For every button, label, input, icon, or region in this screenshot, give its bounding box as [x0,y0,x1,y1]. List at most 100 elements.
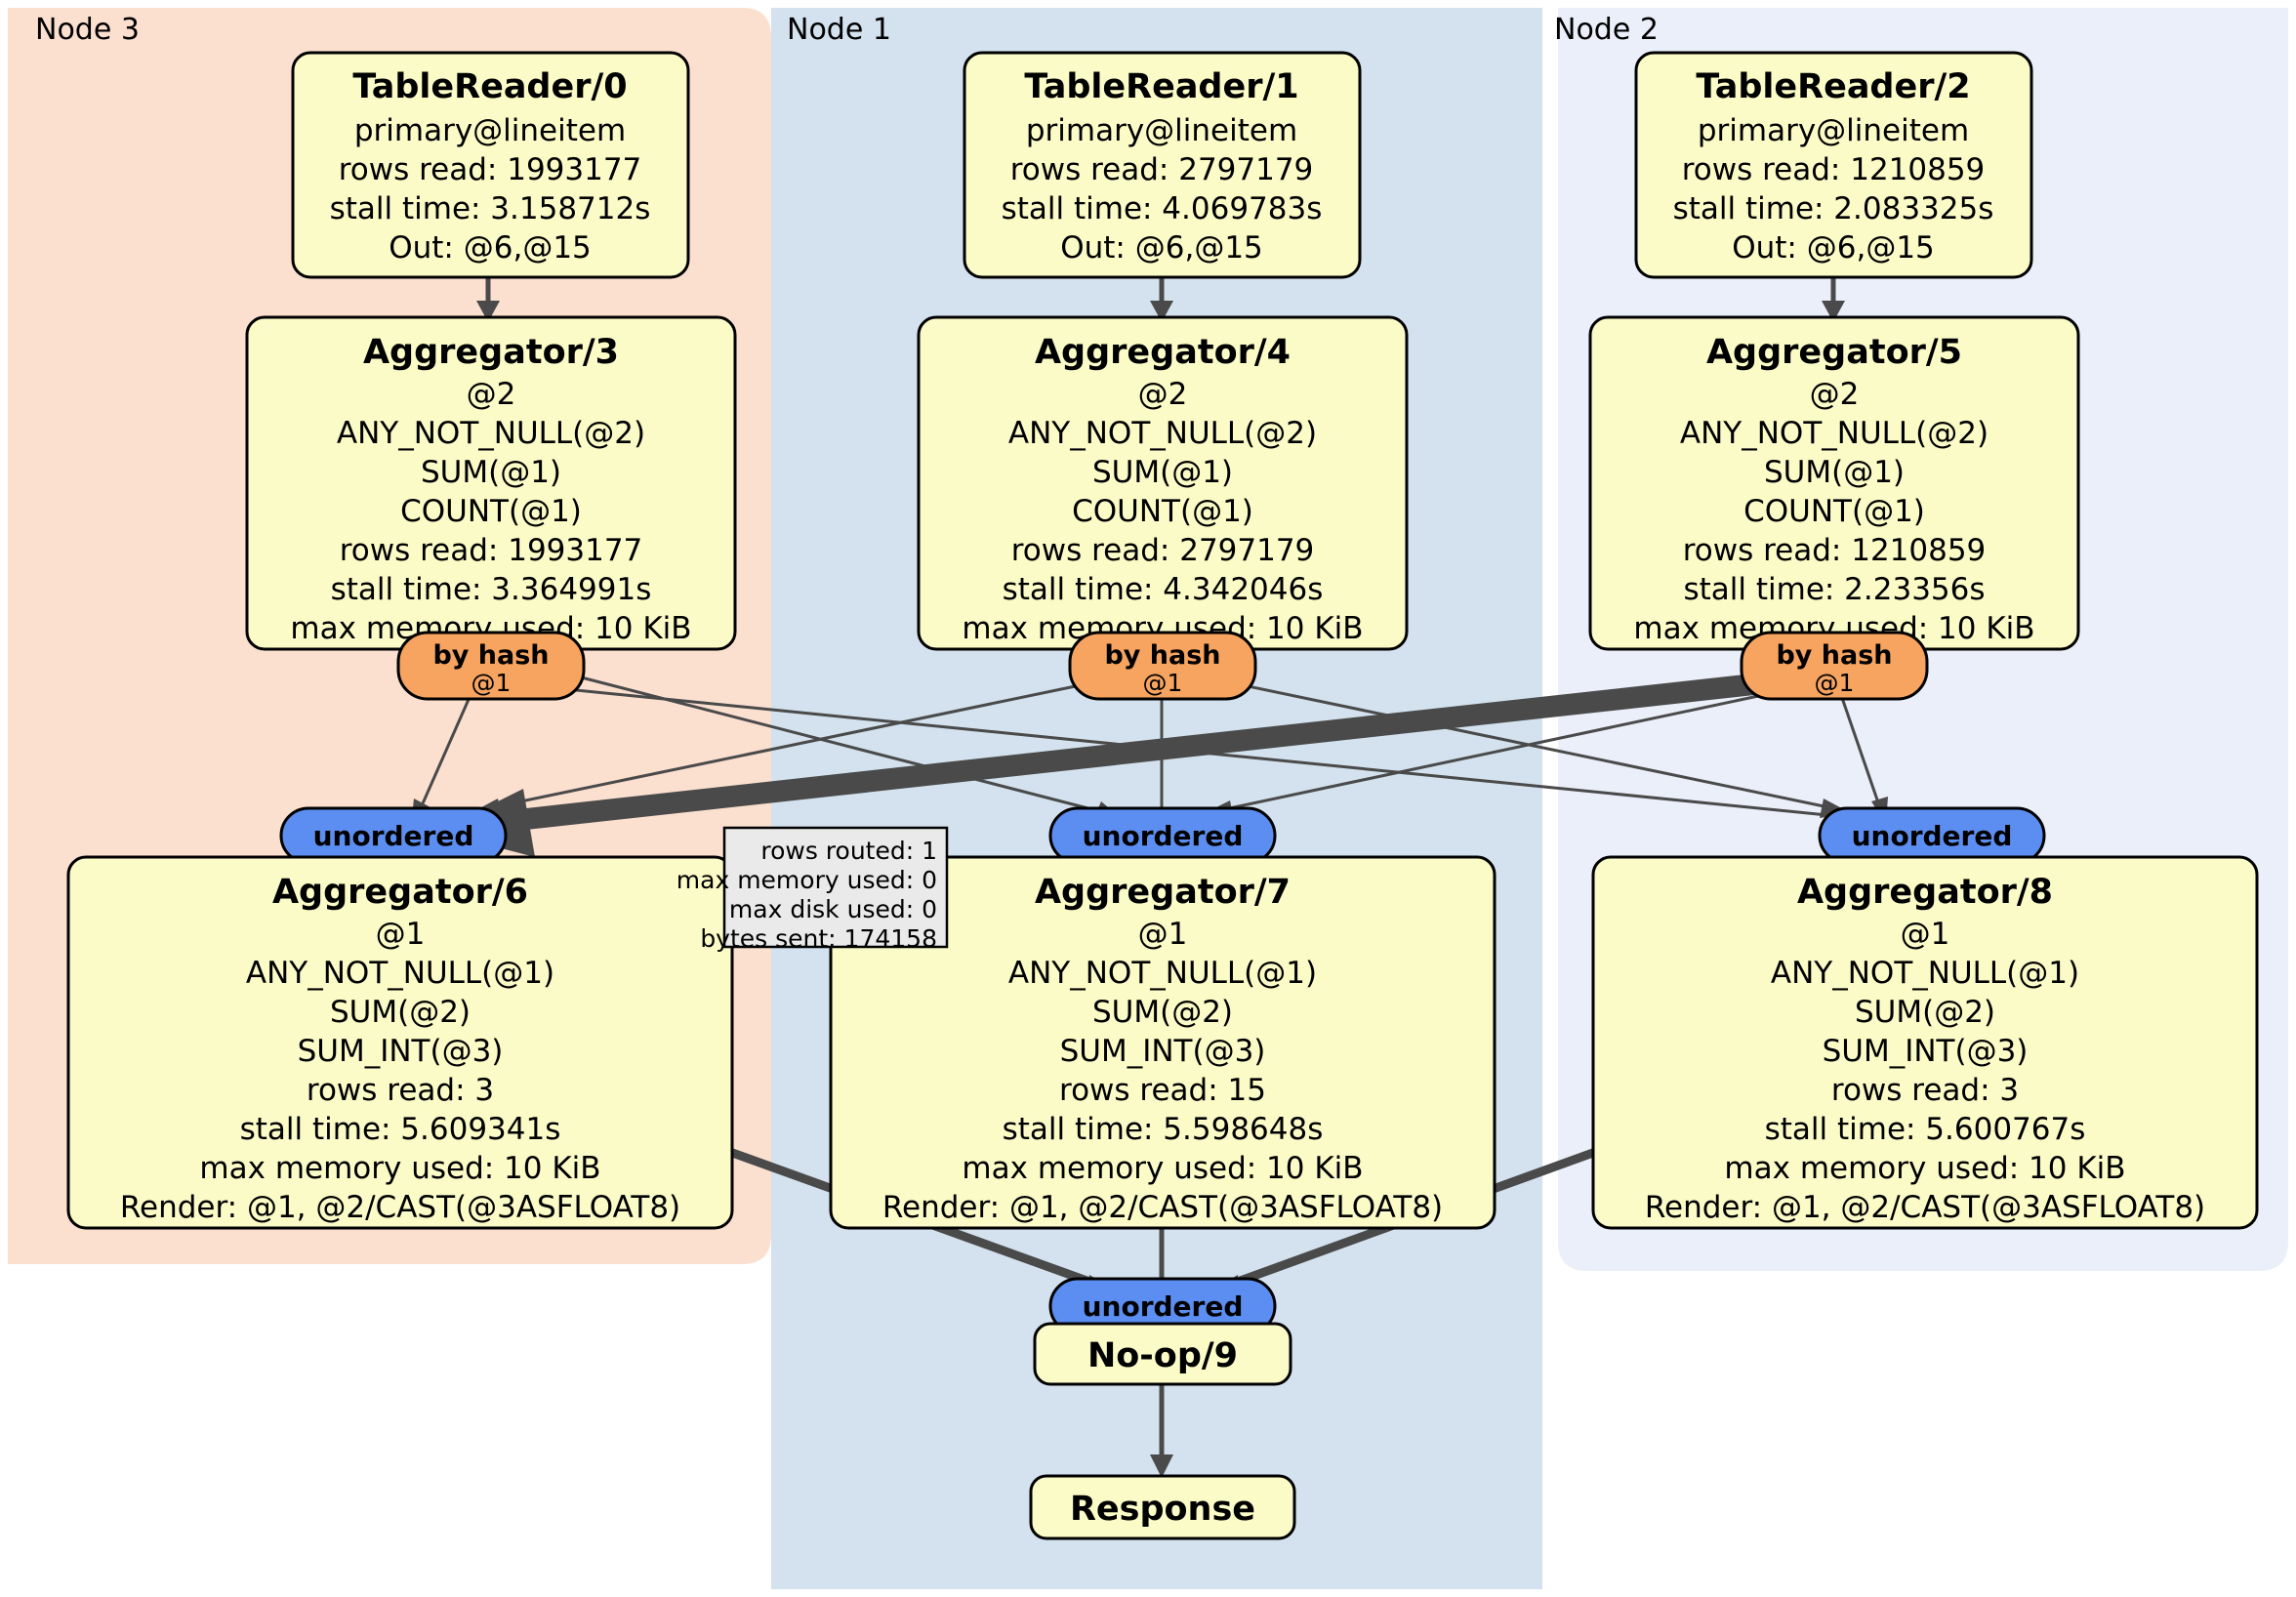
aggregator-8-line-2: SUM(@2) [1855,995,1995,1030]
aggregator-8-line-6: max memory used: 10 KiB [1724,1151,2125,1186]
tablereader-0-line-0: primary@lineitem [354,113,626,148]
stream-stats-line-1: max memory used: 0 [676,866,937,894]
aggregator-8-title: Aggregator/8 [1797,873,2053,912]
processor-aggregator-3[interactable]: Aggregator/3 @2 ANY_NOT_NULL(@2) SUM(@1)… [245,315,737,651]
aggregator-6-box[interactable] [66,855,734,1230]
noop-9-box[interactable] [1033,1322,1292,1386]
input-unordered-4[interactable]: unordered [1048,1277,1277,1335]
tablereader-0-title: TableReader/0 [352,67,627,106]
by-hash-1-title: by hash [432,640,549,671]
tablereader-2-line-0: primary@lineitem [1698,113,1969,148]
stream-stats-box-shape[interactable] [722,826,949,949]
tablereader-2-title: TableReader/2 [1696,67,1970,106]
aggregator-6-line-0: @1 [376,917,426,952]
by-hash-1-sub: @1 [472,669,512,697]
noop-9-title: No-op/9 [1087,1336,1238,1375]
stream-stats-box[interactable]: rows routed: 1 max memory used: 0 max di… [676,826,949,953]
tablereader-0-line-3: Out: @6,@15 [389,230,592,266]
input-unordered-1[interactable]: unordered [279,806,508,865]
aggregator-6-title: Aggregator/6 [272,873,528,912]
tablereader-2-line-2: stall time: 2.083325s [1673,191,1994,226]
aggregator-5-line-1: ANY_NOT_NULL(@2) [1680,416,1988,451]
aggregator-6-line-3: SUM_INT(@3) [298,1034,504,1069]
edge-hash3-unordered2 [1219,693,1764,812]
by-hash-2-title: by hash [1104,640,1220,671]
cluster-node3-label: Node 3 [35,13,140,47]
aggregator-5-line-2: SUM(@1) [1764,455,1905,490]
tablereader-2-box[interactable] [1634,51,2033,279]
processor-noop-9[interactable]: No-op/9 [1033,1322,1292,1386]
cluster-node2-label: Node 2 [1554,13,1659,47]
by-hash-3-shape[interactable] [1740,631,1929,701]
unordered-4-label: unordered [1083,1290,1244,1323]
aggregator-5-line-0: @2 [1810,377,1860,412]
aggregator-4-line-4: rows read: 2797179 [1011,533,1315,568]
tablereader-0-box[interactable] [291,51,690,279]
aggregator-6-line-4: rows read: 3 [307,1073,494,1108]
unordered-1-label: unordered [313,820,474,852]
by-hash-2-shape[interactable] [1068,631,1257,701]
processor-aggregator-6[interactable]: Aggregator/6 @1 ANY_NOT_NULL(@1) SUM(@2)… [66,855,734,1230]
tablereader-1-line-2: stall time: 4.069783s [1002,191,1323,226]
aggregator-8-box[interactable] [1591,855,2259,1230]
aggregator-3-line-1: ANY_NOT_NULL(@2) [337,416,645,451]
output-by-hash-3[interactable]: by hash @1 [1740,631,1929,701]
edge-hash1-unordered3 [565,687,1838,818]
tablereader-0-line-2: stall time: 3.158712s [330,191,651,226]
aggregator-7-box[interactable] [829,855,1496,1230]
edge-hash1-unordered1 [418,694,472,811]
edge-hash3-unordered1-thick [515,673,1765,831]
tablereader-1-line-1: rows read: 2797179 [1010,152,1314,187]
aggregator-3-line-2: SUM(@1) [421,455,561,490]
tablereader-1-title: TableReader/1 [1024,67,1298,106]
aggregator-3-title: Aggregator/3 [363,333,619,372]
aggregator-4-title: Aggregator/4 [1035,333,1291,372]
edge-hash2-unordered3 [1233,681,1834,810]
aggregator-6-line-7: Render: @1, @2/CAST(@3ASFLOAT8) [120,1190,680,1225]
unordered-2-label: unordered [1083,820,1244,852]
processor-aggregator-7[interactable]: Aggregator/7 @1 ANY_NOT_NULL(@1) SUM(@2)… [829,855,1496,1230]
tablereader-2-line-3: Out: @6,@15 [1732,230,1935,266]
output-by-hash-2[interactable]: by hash @1 [1068,631,1257,701]
aggregator-4-line-1: ANY_NOT_NULL(@2) [1008,416,1317,451]
response-title: Response [1070,1490,1255,1529]
processor-tablereader-0[interactable]: TableReader/0 primary@lineitem rows read… [291,51,690,279]
aggregator-8-line-1: ANY_NOT_NULL(@1) [1771,956,2079,991]
aggregator-6-line-1: ANY_NOT_NULL(@1) [246,956,554,991]
edge-hash3-unordered3 [1839,694,1882,809]
aggregator-7-line-6: max memory used: 10 KiB [962,1151,1363,1186]
aggregator-8-line-5: stall time: 5.600767s [1765,1112,2086,1147]
aggregator-3-line-3: COUNT(@1) [400,494,582,529]
cluster-node1-label: Node 1 [787,13,891,47]
unordered-3-label: unordered [1852,820,2013,852]
processor-response[interactable]: Response [1029,1474,1296,1540]
output-by-hash-1[interactable]: by hash @1 [396,631,586,701]
processor-aggregator-5[interactable]: Aggregator/5 @2 ANY_NOT_NULL(@2) SUM(@1)… [1588,315,2080,651]
edge-tr0-agg3-arrow [476,301,500,322]
by-hash-2-sub: @1 [1143,669,1183,697]
aggregator-7-line-2: SUM(@2) [1092,995,1233,1030]
aggregator-4-line-5: stall time: 4.342046s [1003,572,1324,607]
input-unordered-2[interactable]: unordered [1048,806,1277,865]
aggregator-5-line-5: stall time: 2.23356s [1683,572,1985,607]
aggregator-8-line-4: rows read: 3 [1831,1073,2019,1108]
tablereader-1-line-3: Out: @6,@15 [1060,230,1263,266]
aggregator-7-line-4: rows read: 15 [1059,1073,1266,1108]
processor-aggregator-8[interactable]: Aggregator/8 @1 ANY_NOT_NULL(@1) SUM(@2)… [1591,855,2259,1230]
response-box[interactable] [1029,1474,1296,1540]
by-hash-1-shape[interactable] [396,631,586,701]
by-hash-3-sub: @1 [1815,669,1855,697]
stream-stats-line-0: rows routed: 1 [760,837,937,865]
processor-tablereader-1[interactable]: TableReader/1 primary@lineitem rows read… [963,51,1362,279]
aggregator-5-line-3: COUNT(@1) [1743,494,1925,529]
aggregator-5-line-4: rows read: 1210859 [1683,533,1987,568]
tablereader-1-box[interactable] [963,51,1362,279]
aggregator-3-line-0: @2 [467,377,516,412]
aggregator-3-line-4: rows read: 1993177 [340,533,643,568]
aggregator-8-line-3: SUM_INT(@3) [1823,1034,2029,1069]
processor-aggregator-4[interactable]: Aggregator/4 @2 ANY_NOT_NULL(@2) SUM(@1)… [917,315,1409,651]
stream-stats-line-2: max disk used: 0 [729,895,937,923]
processor-tablereader-2[interactable]: TableReader/2 primary@lineitem rows read… [1634,51,2033,279]
input-unordered-3[interactable]: unordered [1818,806,2046,865]
